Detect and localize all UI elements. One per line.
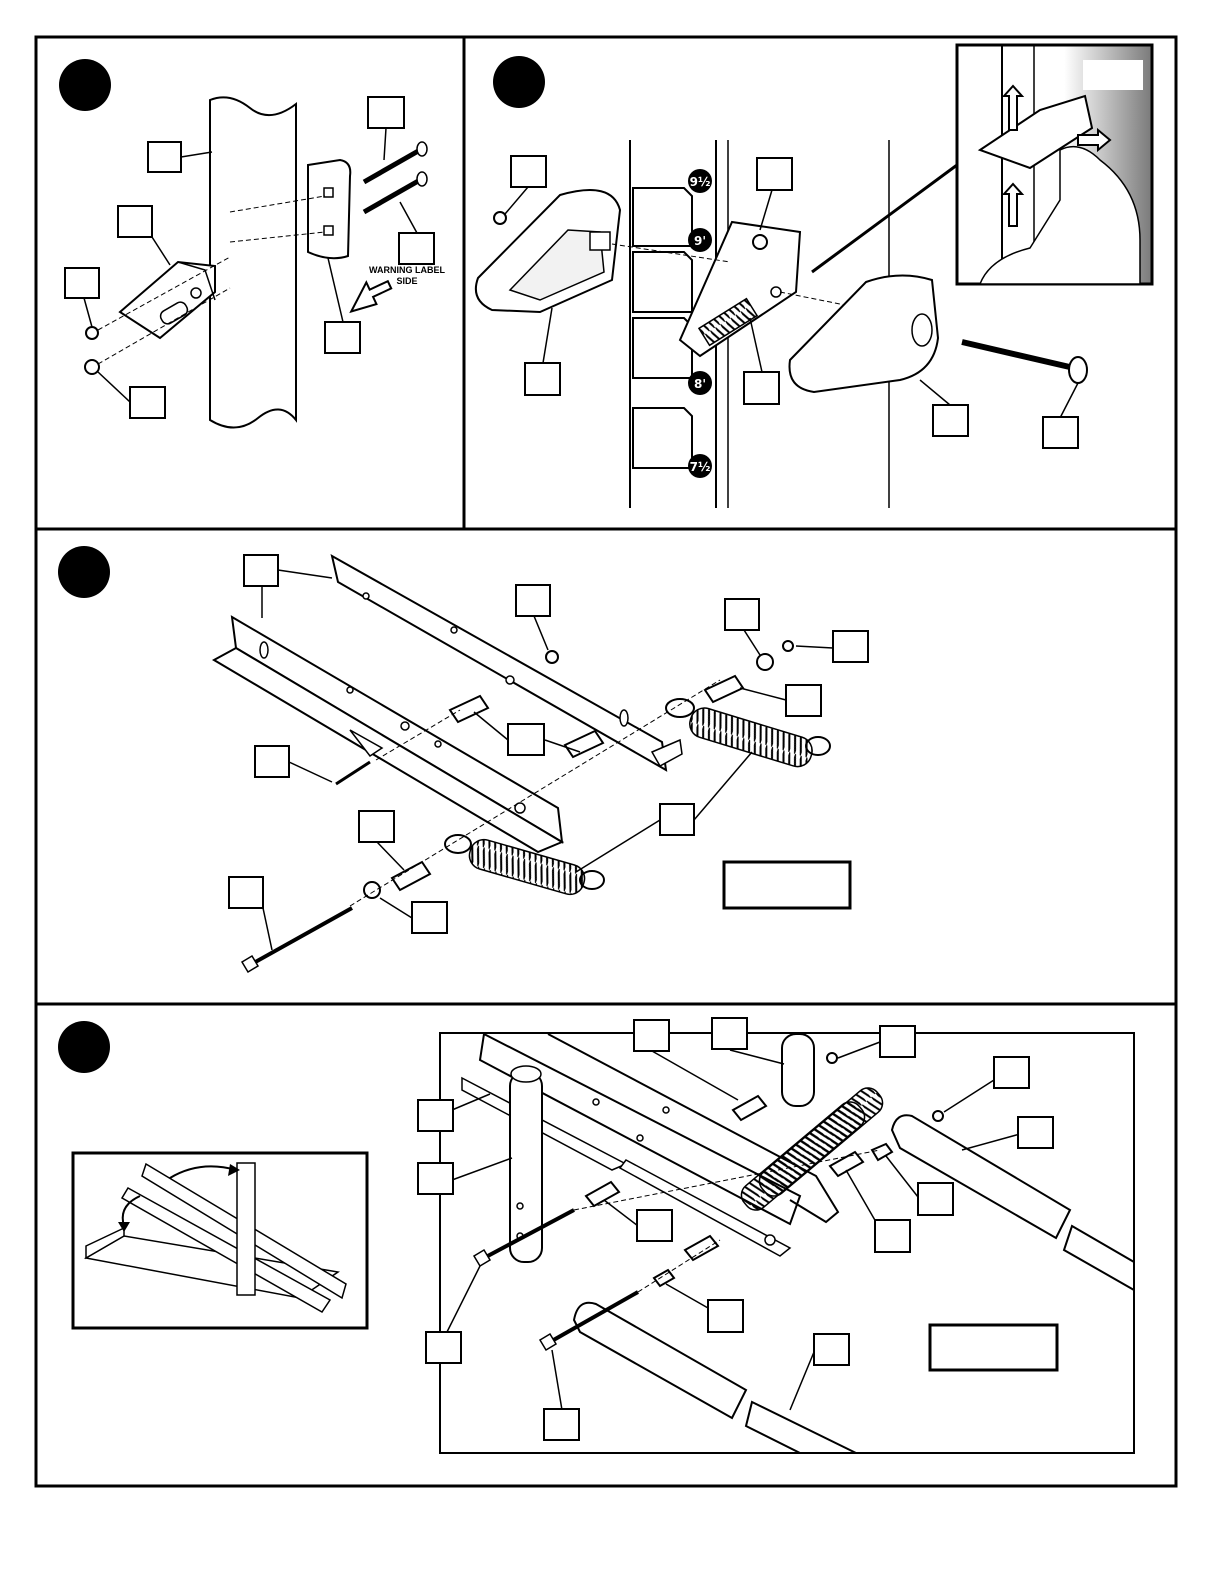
callout-box xyxy=(544,1409,579,1440)
callout-box xyxy=(255,746,289,777)
callout-box xyxy=(130,387,165,418)
panel-1: WARNING LABEL SIDE xyxy=(59,59,445,428)
callout-box xyxy=(786,685,821,716)
panel-2: 9½ 9' 8' 7½ xyxy=(476,45,1152,508)
callout-box xyxy=(814,1334,849,1365)
callout-box xyxy=(918,1183,953,1215)
callout-box xyxy=(757,158,792,190)
callout-box xyxy=(634,1020,669,1051)
nut-2 xyxy=(85,360,99,374)
callout-box xyxy=(325,322,360,353)
spacer xyxy=(705,676,743,702)
note-box xyxy=(724,862,850,908)
callout-box xyxy=(229,877,263,908)
callout-box xyxy=(508,724,544,755)
svg-text:8': 8' xyxy=(694,377,706,391)
nut-1 xyxy=(86,327,98,339)
column-notches xyxy=(633,188,692,468)
warning-side-text: SIDE xyxy=(396,276,417,286)
callout-box xyxy=(418,1100,453,1131)
step-3-marker xyxy=(58,546,110,598)
svg-text:9': 9' xyxy=(694,234,706,248)
bolt xyxy=(336,762,370,784)
callout-box xyxy=(511,156,546,187)
callout-box xyxy=(744,372,779,404)
callout-box xyxy=(994,1057,1029,1088)
note-box xyxy=(930,1325,1057,1370)
nut xyxy=(933,1111,943,1121)
washer xyxy=(757,654,773,670)
pivot-bracket xyxy=(120,262,215,338)
callout-box xyxy=(525,363,560,395)
spacer xyxy=(392,862,430,890)
nut xyxy=(546,651,558,663)
callout-box xyxy=(118,206,152,237)
panel-3 xyxy=(58,546,868,972)
callout-box xyxy=(933,405,968,436)
callout-box xyxy=(148,142,181,172)
panel-4 xyxy=(58,1018,1134,1453)
callout-box xyxy=(418,1163,453,1194)
callout-box xyxy=(244,555,278,586)
callout-box xyxy=(65,268,99,298)
step-4-marker xyxy=(58,1021,110,1073)
callout-box xyxy=(637,1210,672,1241)
callout-box xyxy=(880,1026,915,1057)
callout-box xyxy=(875,1220,910,1252)
warning-arrow xyxy=(343,274,395,315)
step-1-marker xyxy=(59,59,111,111)
callout-box xyxy=(660,804,694,835)
svg-text:9½: 9½ xyxy=(690,175,711,189)
nut xyxy=(827,1053,837,1063)
svg-text:7½: 7½ xyxy=(690,460,711,474)
inset-pointer xyxy=(812,165,957,272)
callout-box xyxy=(1018,1117,1053,1148)
callout-box xyxy=(359,811,394,842)
callout-box xyxy=(368,97,404,128)
spacer xyxy=(565,731,603,757)
callout-box xyxy=(712,1018,747,1049)
step-2-marker xyxy=(493,56,545,108)
callout-box xyxy=(725,599,759,630)
nut xyxy=(783,641,793,651)
callout-box xyxy=(426,1332,461,1363)
warning-label-text: WARNING LABEL xyxy=(369,265,445,275)
bolt xyxy=(962,342,1074,368)
upright-tube xyxy=(210,97,296,427)
callout-box xyxy=(412,902,447,933)
callout-box xyxy=(833,631,868,662)
callout-box xyxy=(516,585,550,616)
callout-box xyxy=(1043,417,1078,448)
nut xyxy=(494,212,506,224)
upright-tube xyxy=(782,1034,814,1106)
callout-box xyxy=(708,1300,743,1332)
backing-plate xyxy=(308,160,350,258)
callout-box xyxy=(399,233,434,264)
